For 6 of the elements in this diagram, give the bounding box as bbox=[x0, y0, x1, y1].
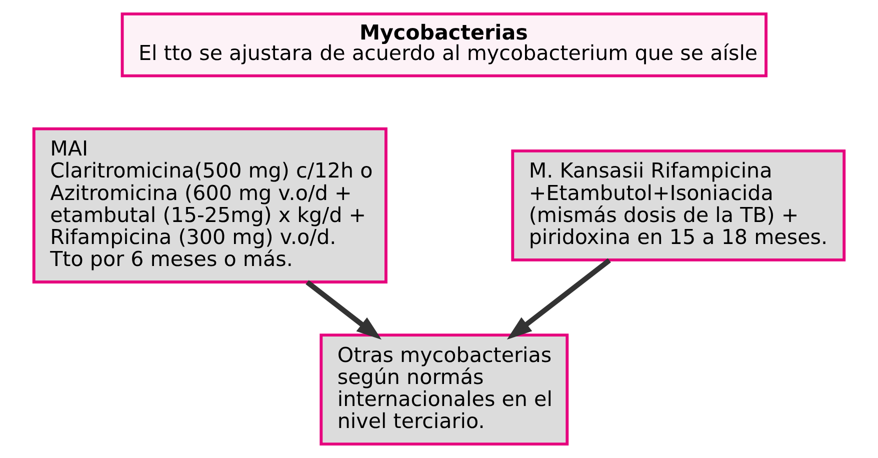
arrow bbox=[506, 258, 611, 340]
node-box: Otras mycobacterias según normás internacionales en el nivel terciario. bbox=[320, 334, 569, 446]
node-box: Mycobacterias El tto se ajustara de acuerdo al mycobacterium que se aísle bbox=[120, 12, 768, 78]
node-box: M. Kansasii Rifampicina +Etambutol+Isoniacida (mismás dosis de la TB) + piridoxina en 15 a 18 meses. bbox=[511, 149, 846, 262]
arrow bbox=[306, 280, 382, 340]
node-box: MAI Claritromicina(500 mg) c/12h o Azitromicina (600 mg v.o/d + etambutal (15-25mg) x kg/d + Rifampicina (300 mg) v.o/d. Tto por 6 meses o más. bbox=[32, 127, 388, 284]
